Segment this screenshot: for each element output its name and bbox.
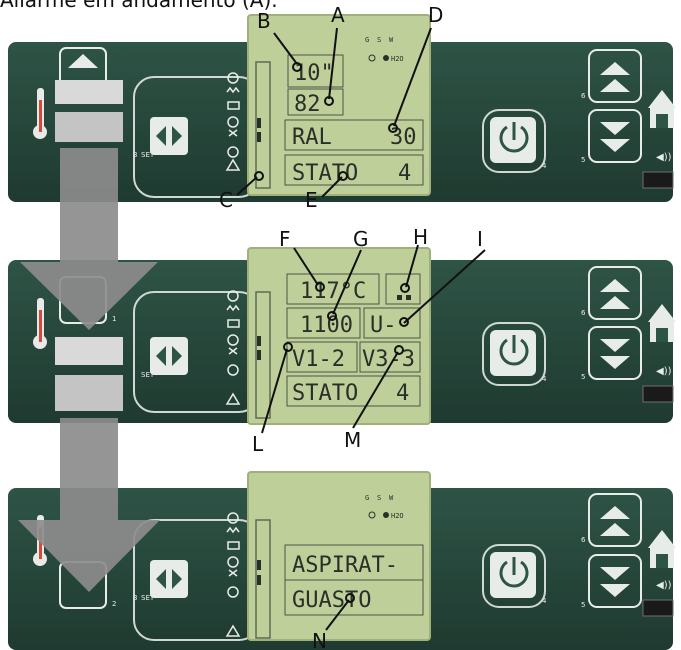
- right-up-number: 6: [581, 309, 586, 317]
- callout-h: H: [413, 225, 428, 249]
- display-slot: [643, 172, 673, 188]
- lcd-bar-mark-2: [257, 575, 261, 585]
- left-down-number: 2: [112, 600, 116, 608]
- ind-dot-2: [383, 512, 389, 518]
- set-button[interactable]: [150, 337, 188, 375]
- lcd-bar-mark-1: [257, 118, 261, 128]
- callout-b: B: [257, 9, 271, 33]
- lcd-30: 30: [390, 125, 417, 150]
- callout-d: D: [428, 3, 443, 27]
- lcd-h-mark-2: [406, 295, 411, 300]
- callout-f: F: [279, 227, 291, 251]
- set-button[interactable]: [150, 560, 188, 598]
- lcd-u: U-: [370, 313, 397, 338]
- ind-s: S: [377, 36, 381, 44]
- set-button[interactable]: [150, 117, 188, 155]
- lcd-bar-mark-1: [257, 560, 261, 570]
- lcd-1100: 1100: [300, 313, 353, 338]
- callout-g: G: [353, 227, 369, 251]
- power-number: 4: [542, 597, 547, 605]
- sound-icon: ◀)): [656, 580, 672, 591]
- power-number: 4: [542, 375, 547, 383]
- lcd-82: 82: [294, 92, 321, 117]
- callout-n: N: [312, 629, 327, 650]
- display-slot: [643, 600, 673, 616]
- right-up-number: 6: [581, 92, 586, 100]
- lcd-guasto: GUASTO: [292, 588, 371, 613]
- lcd-aspirat: ASPIRAT-: [292, 553, 398, 578]
- arrow-1-stripe-1: [55, 80, 123, 104]
- set-label: SET: [141, 151, 155, 159]
- arrow-2-stripe-1: [55, 337, 123, 365]
- lcd-bar-mark-1: [257, 336, 261, 346]
- right-down-number: 5: [581, 156, 585, 164]
- sound-icon: ◀)): [656, 366, 672, 377]
- lcd-4: 4: [396, 381, 409, 406]
- ind-g: G: [365, 36, 369, 44]
- lcd-4: 4: [398, 161, 411, 186]
- right-down-number: 5: [581, 601, 585, 609]
- arrow-2-stripe-2: [55, 375, 123, 411]
- lcd-stato: STATO: [292, 161, 358, 186]
- callout-c: C: [219, 188, 233, 212]
- right-down-number: 5: [581, 373, 585, 381]
- lcd-v1-2: V1-2: [292, 347, 345, 372]
- set-number: 3: [133, 594, 137, 602]
- arrow-1-stripe-2: [55, 112, 123, 142]
- power-number: 4: [542, 162, 547, 170]
- display-slot: [643, 386, 673, 402]
- lcd-ral: RAL: [292, 125, 332, 150]
- callout-e: E: [305, 188, 318, 212]
- lcd-stato: STATO: [292, 381, 358, 406]
- ind-h2o: H2O: [391, 55, 404, 63]
- set-label: SET: [141, 371, 155, 379]
- lcd-bar-mark-2: [257, 132, 261, 142]
- lcd-h-mark-1: [397, 295, 402, 300]
- lcd-117c: 117°C: [300, 279, 366, 304]
- ind-h2o: H2O: [391, 512, 404, 520]
- set-label: SET: [141, 594, 155, 602]
- ind-dot-2: [383, 55, 389, 61]
- left-up-number: 1: [112, 315, 116, 323]
- set-number: 3: [133, 151, 137, 159]
- callout-m: M: [344, 428, 361, 452]
- lcd-bar-mark-2: [257, 350, 261, 360]
- ind-g: G: [365, 494, 369, 502]
- sound-icon: ◀)): [656, 152, 672, 163]
- callout-l: L: [252, 432, 264, 456]
- callout-a: A: [331, 3, 345, 27]
- callout-i: I: [477, 227, 483, 251]
- ind-s: S: [377, 494, 381, 502]
- right-up-number: 6: [581, 536, 586, 544]
